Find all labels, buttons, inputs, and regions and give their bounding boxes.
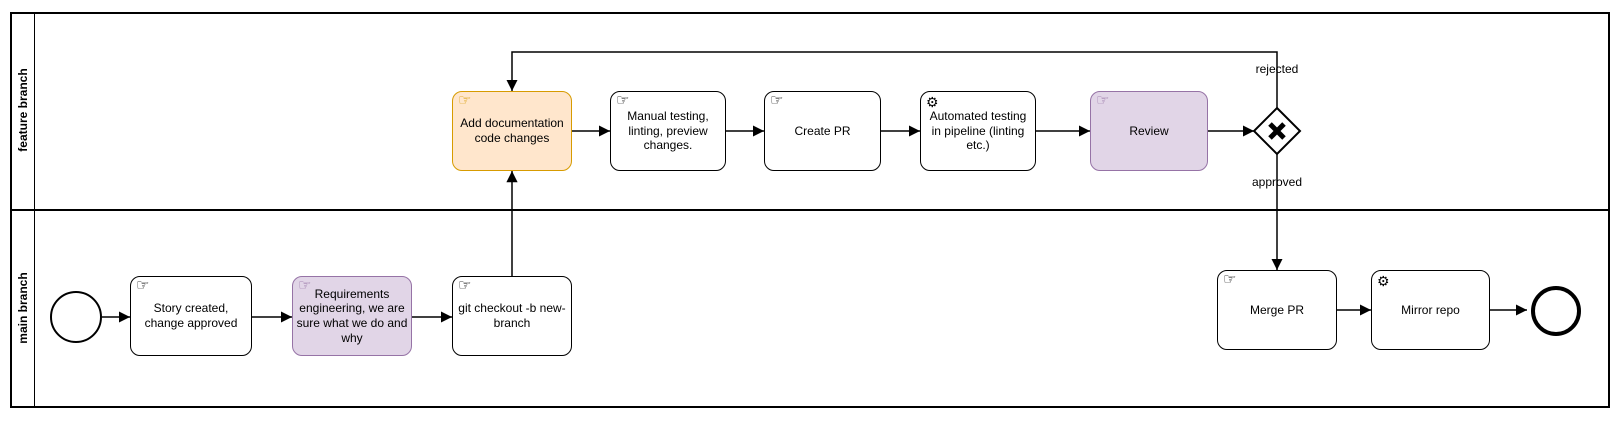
manual-task-icon: ☞ bbox=[770, 92, 784, 109]
task-automated-testing: ⚙ Automated testing in pipeline (linting… bbox=[920, 91, 1036, 171]
task-label: Merge PR bbox=[1249, 302, 1305, 317]
task-git-checkout: ☞ git checkout -b new-branch bbox=[452, 276, 572, 356]
manual-task-icon: ☞ bbox=[458, 277, 472, 294]
task-add-documentation: ☞ Add documentation code changes bbox=[452, 91, 572, 171]
manual-task-icon: ☞ bbox=[298, 277, 312, 294]
task-requirements-engineering: ☞ Requirements engineering, we are sure … bbox=[292, 276, 412, 356]
task-label: Review bbox=[1129, 123, 1169, 138]
manual-task-icon: ☞ bbox=[1223, 271, 1237, 288]
service-task-icon: ⚙ bbox=[1377, 273, 1390, 289]
task-create-pr: ☞ Create PR bbox=[764, 91, 881, 171]
task-label: Story created, change approved bbox=[144, 301, 238, 330]
manual-task-icon: ☞ bbox=[616, 92, 630, 109]
exclusive-gateway bbox=[1254, 108, 1300, 154]
task-label: Add documentation code changes bbox=[460, 116, 564, 145]
gateway-x-icon bbox=[1270, 124, 1284, 138]
label-rejected: rejected bbox=[1255, 62, 1299, 76]
start-event bbox=[50, 291, 102, 343]
manual-task-icon: ☞ bbox=[136, 277, 150, 294]
task-manual-testing: ☞ Manual testing, linting, preview chang… bbox=[610, 91, 726, 171]
task-story-created: ☞ Story created, change approved bbox=[130, 276, 252, 356]
service-task-icon: ⚙ bbox=[926, 94, 939, 110]
task-label: Create PR bbox=[794, 123, 851, 138]
manual-task-icon: ☞ bbox=[458, 92, 472, 109]
manual-task-icon: ☞ bbox=[1096, 92, 1110, 109]
task-label: Mirror repo bbox=[1401, 302, 1460, 317]
end-event bbox=[1531, 286, 1581, 336]
flow-rejected-loop bbox=[506, 52, 1277, 108]
task-merge-pr: ☞ Merge PR bbox=[1217, 270, 1337, 350]
task-mirror-repo: ⚙ Mirror repo bbox=[1371, 270, 1490, 350]
task-review: ☞ Review bbox=[1090, 91, 1208, 171]
lane-divider bbox=[10, 209, 1610, 211]
task-label: git checkout -b new-branch bbox=[458, 301, 566, 330]
task-label: Requirements engineering, we are sure wh… bbox=[296, 286, 408, 345]
label-approved: approved bbox=[1251, 175, 1303, 189]
task-label: Automated testing in pipeline (linting e… bbox=[929, 109, 1027, 153]
task-label: Manual testing, linting, preview changes… bbox=[627, 109, 709, 153]
